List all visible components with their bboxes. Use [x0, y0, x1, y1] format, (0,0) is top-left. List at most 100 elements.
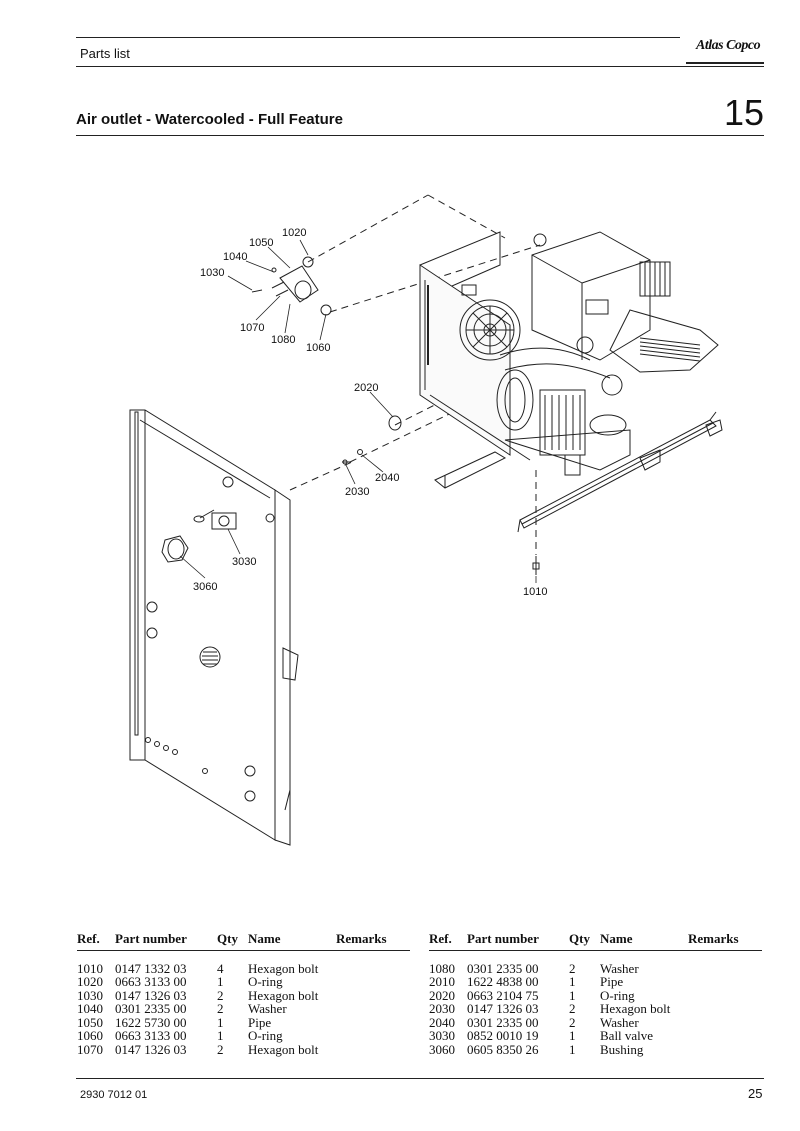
ball-valve-3030 [193, 509, 237, 530]
remarks-cell [336, 1043, 410, 1057]
callout-3060: 3060 [193, 581, 217, 593]
part-number-cell: 0301 2335 00 [467, 1014, 539, 1030]
remarks-cell [688, 1002, 762, 1016]
remarks-cell [688, 975, 762, 989]
side-panel [129, 409, 299, 846]
section-title: Air outlet - Watercooled - Full Feature [76, 111, 343, 128]
name-cell: O-ring [248, 974, 283, 989]
col-remarks-header: Remarks [336, 932, 410, 951]
remarks-cell [336, 1029, 410, 1043]
qty-cell: 1 [569, 974, 576, 989]
base-rail [517, 411, 723, 533]
col-name-header: Name [248, 932, 336, 951]
col-qty-header: Qty [217, 932, 248, 951]
remarks-cell [336, 989, 410, 1003]
col-ref-header: Ref. [77, 932, 115, 951]
qty-cell: 1 [569, 1041, 576, 1057]
part-number-cell: 0147 1326 03 [467, 1001, 539, 1016]
callout-labels: 1020 1050 1040 1030 1070 1080 1060 2020 … [193, 227, 547, 598]
part-number-cell: 1622 5730 00 [115, 1014, 187, 1030]
header-rule [76, 37, 680, 38]
name-cell: Pipe [248, 1014, 272, 1030]
callout-2040: 2040 [375, 472, 399, 484]
name-cell: Washer [600, 1014, 639, 1030]
ref-cell: 2040 [429, 1014, 455, 1030]
name-cell: Bushing [600, 1041, 644, 1057]
document-code: 2930 7012 01 [80, 1089, 148, 1101]
part-number-cell: 0663 2104 75 [467, 987, 539, 1003]
title-rule [76, 135, 764, 136]
callout-1080: 1080 [271, 334, 295, 346]
ref-cell: 3060 [429, 1041, 455, 1057]
part-number-cell: 0301 2335 00 [467, 960, 539, 976]
name-cell: Hexagon bolt [248, 960, 319, 976]
remarks-cell [688, 1029, 762, 1043]
dryer-unit [419, 231, 719, 489]
ref-cell: 1060 [77, 1028, 103, 1043]
col-qty-header: Qty [569, 932, 600, 951]
part-number-cell: 0663 3133 00 [115, 974, 187, 989]
callout-1040: 1040 [223, 251, 247, 263]
qty-cell: 2 [569, 1001, 576, 1016]
oring-2020 [388, 415, 402, 431]
ref-cell: 1050 [77, 1014, 103, 1030]
remarks-cell [688, 989, 762, 1003]
pipe-assembly-1050 [251, 256, 332, 316]
remarks-cell [336, 975, 410, 989]
qty-cell: 2 [217, 1041, 224, 1057]
name-cell: Ball valve [600, 1028, 654, 1043]
bolt-2030 [342, 459, 350, 465]
section-number: 15 [724, 92, 765, 133]
part-number-cell: 0605 8350 26 [467, 1041, 539, 1057]
ref-cell: 1070 [77, 1041, 103, 1057]
qty-cell: 1 [217, 1014, 224, 1030]
ref-cell: 1080 [429, 960, 455, 976]
name-cell: Hexagon bolt [248, 987, 319, 1003]
logo-underline [686, 62, 764, 64]
table-row: 1080 0301 2335 00 2 Washer [429, 960, 762, 976]
parts-table-left: Ref. Part number Qty Name Remarks 1010 01… [77, 932, 410, 1056]
ref-cell: 1020 [77, 974, 103, 989]
col-name-header: Name [600, 932, 688, 951]
remarks-cell [688, 1016, 762, 1030]
callout-3030: 3030 [232, 556, 256, 568]
remarks-cell [336, 962, 410, 976]
part-number-cell: 0663 3133 00 [115, 1028, 187, 1043]
qty-cell: 2 [217, 987, 224, 1003]
part-number-cell: 0147 1332 03 [115, 960, 187, 976]
qty-cell: 2 [569, 960, 576, 976]
ref-cell: 3030 [429, 1028, 455, 1043]
callout-2030: 2030 [345, 486, 369, 498]
part-number-cell: 1622 4838 00 [467, 974, 539, 989]
qty-cell: 1 [217, 1028, 224, 1043]
col-part-number-header: Part number [115, 932, 217, 951]
ref-cell: 2010 [429, 974, 455, 989]
qty-cell: 1 [569, 987, 576, 1003]
col-part-number-header: Part number [467, 932, 569, 951]
ref-cell: 1030 [77, 987, 103, 1003]
bolt-1010 [532, 556, 540, 575]
remarks-cell [336, 1016, 410, 1030]
name-cell: Washer [600, 960, 639, 976]
callout-1060: 1060 [306, 342, 330, 354]
bushing-3060 [161, 535, 189, 563]
name-cell: Hexagon bolt [248, 1041, 319, 1057]
callout-1070: 1070 [240, 322, 264, 334]
washer-2040 [357, 449, 363, 455]
remarks-cell [688, 1043, 762, 1057]
ref-cell: 2020 [429, 987, 455, 1003]
header-bottom-rule [76, 66, 764, 67]
exploded-drawing: 1020 1050 1040 1030 1070 1080 1060 2020 … [129, 194, 723, 846]
ref-cell: 1010 [77, 960, 103, 976]
qty-cell: 1 [569, 1028, 576, 1043]
col-remarks-header: Remarks [688, 932, 762, 951]
table-row: 3060 0605 8350 26 1 Bushing [429, 1041, 762, 1057]
name-cell: Washer [248, 1001, 287, 1016]
